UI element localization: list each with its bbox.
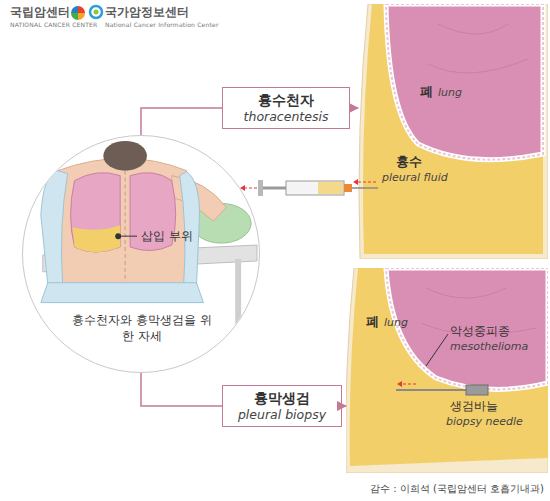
biopsy-illustration bbox=[346, 268, 548, 473]
head bbox=[103, 141, 147, 171]
tumor-label-en: mesothelioma bbox=[450, 340, 528, 354]
logo-icon-1 bbox=[71, 6, 85, 20]
fluid-label: 흉수 bbox=[396, 154, 422, 170]
organ-label: 폐 bbox=[366, 314, 379, 330]
logo-text: 국가암정보센터 bbox=[105, 5, 189, 20]
logo-subtext: NATIONAL CANCER CENTER bbox=[10, 21, 97, 29]
logo-petal bbox=[78, 6, 85, 13]
lung bbox=[386, 4, 543, 160]
insertion-dot bbox=[115, 233, 121, 239]
logo-dot bbox=[94, 10, 99, 15]
direction-arrow bbox=[402, 383, 416, 384]
organ-label-en: lung bbox=[438, 86, 462, 100]
chest-wall bbox=[346, 268, 548, 473]
logo-subtext: National Cancer Information Center bbox=[105, 21, 219, 29]
needle-label-en: biopsy needle bbox=[446, 415, 523, 429]
procedure-box: 흉막생검pleural biopsy bbox=[222, 385, 342, 427]
logo-petal bbox=[71, 13, 78, 20]
lung bbox=[386, 268, 548, 389]
box-subtitle: pleural biopsy bbox=[238, 407, 326, 422]
plunger-rod bbox=[263, 187, 286, 190]
direction-arrow bbox=[245, 187, 257, 188]
needle-label: 생검바늘 bbox=[450, 399, 498, 414]
lung-texture bbox=[428, 24, 528, 73]
lung-left bbox=[71, 173, 121, 252]
fluid-label-en: pleural fluid bbox=[382, 171, 448, 185]
thoracentesis-panel: 폐 lung 흉수pleural fluid bbox=[358, 4, 548, 259]
leader-line bbox=[426, 334, 448, 366]
connector-line bbox=[342, 405, 346, 407]
direction-arrowhead bbox=[353, 179, 358, 185]
tumor-label: 악성중피종 bbox=[450, 324, 510, 339]
pleural-fluid bbox=[363, 4, 543, 254]
insertion-label: 삽입 부위 bbox=[141, 229, 193, 244]
gown-drape bbox=[41, 171, 68, 285]
logo-ring bbox=[90, 6, 102, 18]
pleura-edge bbox=[386, 268, 548, 389]
connector-line bbox=[141, 108, 222, 135]
box-subtitle: thoracentesis bbox=[244, 109, 329, 124]
procedure-box: 흉수천자thoracentesis bbox=[222, 87, 350, 129]
gown-drape bbox=[180, 172, 200, 285]
gown-bottom bbox=[41, 283, 204, 303]
syringe-hub bbox=[344, 184, 352, 192]
syringe-barrel bbox=[286, 181, 344, 195]
pleura-edge bbox=[386, 4, 543, 160]
box-heading: 흉막생검 bbox=[254, 390, 310, 407]
pleural-thickening bbox=[350, 268, 548, 466]
logo-text: 국립암센터 bbox=[10, 5, 70, 20]
leader-line bbox=[121, 236, 137, 237]
biopsy-panel: 폐 lung 악성중피종mesothelioma 생검바늘biopsy needle bbox=[346, 268, 548, 473]
credit-note: 감수 : 이희석 (국립암센터 호흡기내과) bbox=[370, 483, 544, 496]
organ-label-en: lung bbox=[384, 316, 408, 330]
organ-label: 폐 bbox=[420, 84, 433, 100]
fluid bbox=[73, 225, 121, 252]
posture-circle: 삽입 부위흉수천자와 흉막생검을 위한 자세 bbox=[22, 135, 260, 373]
connector-line bbox=[141, 373, 222, 406]
posture-caption: 흉수천자와 흉막생검을 위한 자세 bbox=[67, 312, 217, 344]
plunger-thumb bbox=[258, 180, 263, 196]
thoracentesis-illustration bbox=[358, 4, 548, 259]
logo-petal bbox=[71, 6, 78, 13]
biopsy-needle bbox=[396, 389, 466, 391]
chest-wall bbox=[359, 4, 548, 259]
needle-handle bbox=[466, 385, 488, 395]
syringe-fluid bbox=[318, 182, 343, 194]
spine bbox=[124, 171, 125, 285]
logo-petal bbox=[78, 13, 85, 20]
connector-line bbox=[350, 107, 358, 109]
logo-icon-2 bbox=[90, 6, 102, 18]
table-leg bbox=[235, 259, 241, 328]
back-skin bbox=[55, 158, 190, 294]
box-heading: 흉수천자 bbox=[258, 92, 314, 109]
direction-arrowhead bbox=[397, 381, 402, 387]
